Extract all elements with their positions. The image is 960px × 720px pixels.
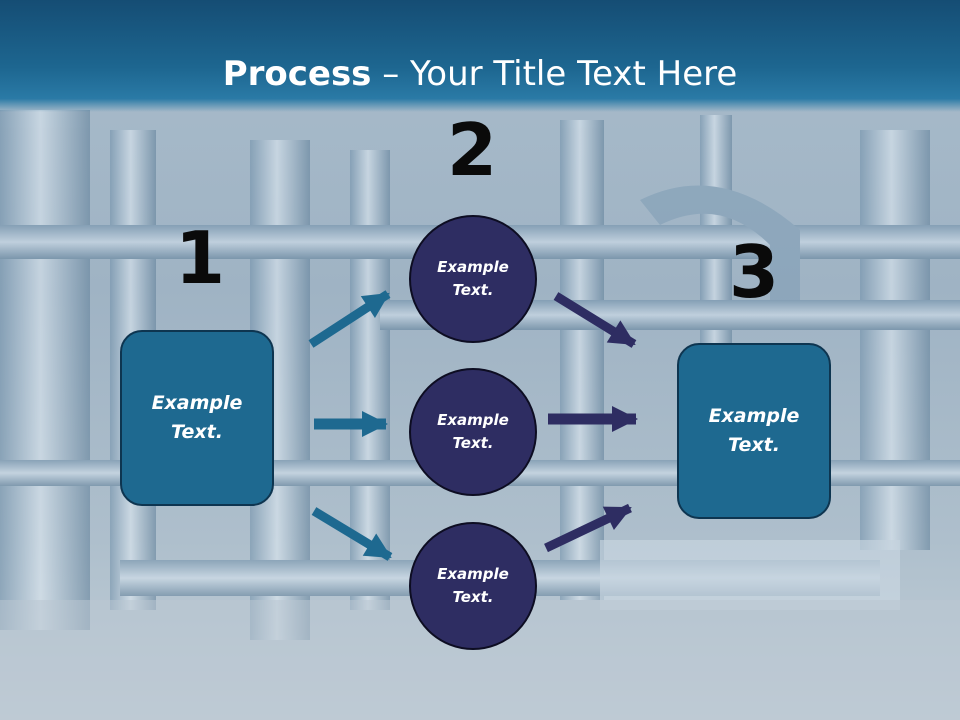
slide-title: Process – Your Title Text Here <box>0 50 960 98</box>
step-3-text-line1: Example <box>708 405 800 427</box>
step-2-circle-middle: Example Text. <box>409 368 537 496</box>
step-1-text-line1: Example <box>151 392 243 414</box>
arrow-top-to-3 <box>553 292 637 348</box>
step-3-box: Example Text. <box>677 343 831 519</box>
step-2-circle-top: Example Text. <box>409 215 537 343</box>
step-1-text-line2: Text. <box>171 421 223 443</box>
title-bar <box>0 0 960 112</box>
circle-top-text-line1: Example <box>437 258 509 276</box>
step-number-3: 3 <box>728 230 780 314</box>
arrow-1-to-bottom <box>311 507 393 561</box>
arrow-bottom-to-3 <box>544 503 632 553</box>
step-2-circle-bottom: Example Text. <box>409 522 537 650</box>
step-1-box: Example Text. <box>120 330 274 506</box>
step-number-1: 1 <box>174 216 226 300</box>
circle-bottom-text-line2: Text. <box>452 588 494 606</box>
step-number-2: 2 <box>446 108 498 192</box>
arrow-1-to-top <box>308 290 391 348</box>
circle-middle-text-line1: Example <box>437 411 509 429</box>
step-3-text-line2: Text. <box>728 434 780 456</box>
circle-bottom-text-line1: Example <box>437 565 509 583</box>
circle-middle-text-line2: Text. <box>452 434 494 452</box>
circle-top-text-line2: Text. <box>452 281 494 299</box>
title-rest-part: – Your Title Text Here <box>371 54 738 94</box>
title-bold-part: Process <box>222 54 372 94</box>
